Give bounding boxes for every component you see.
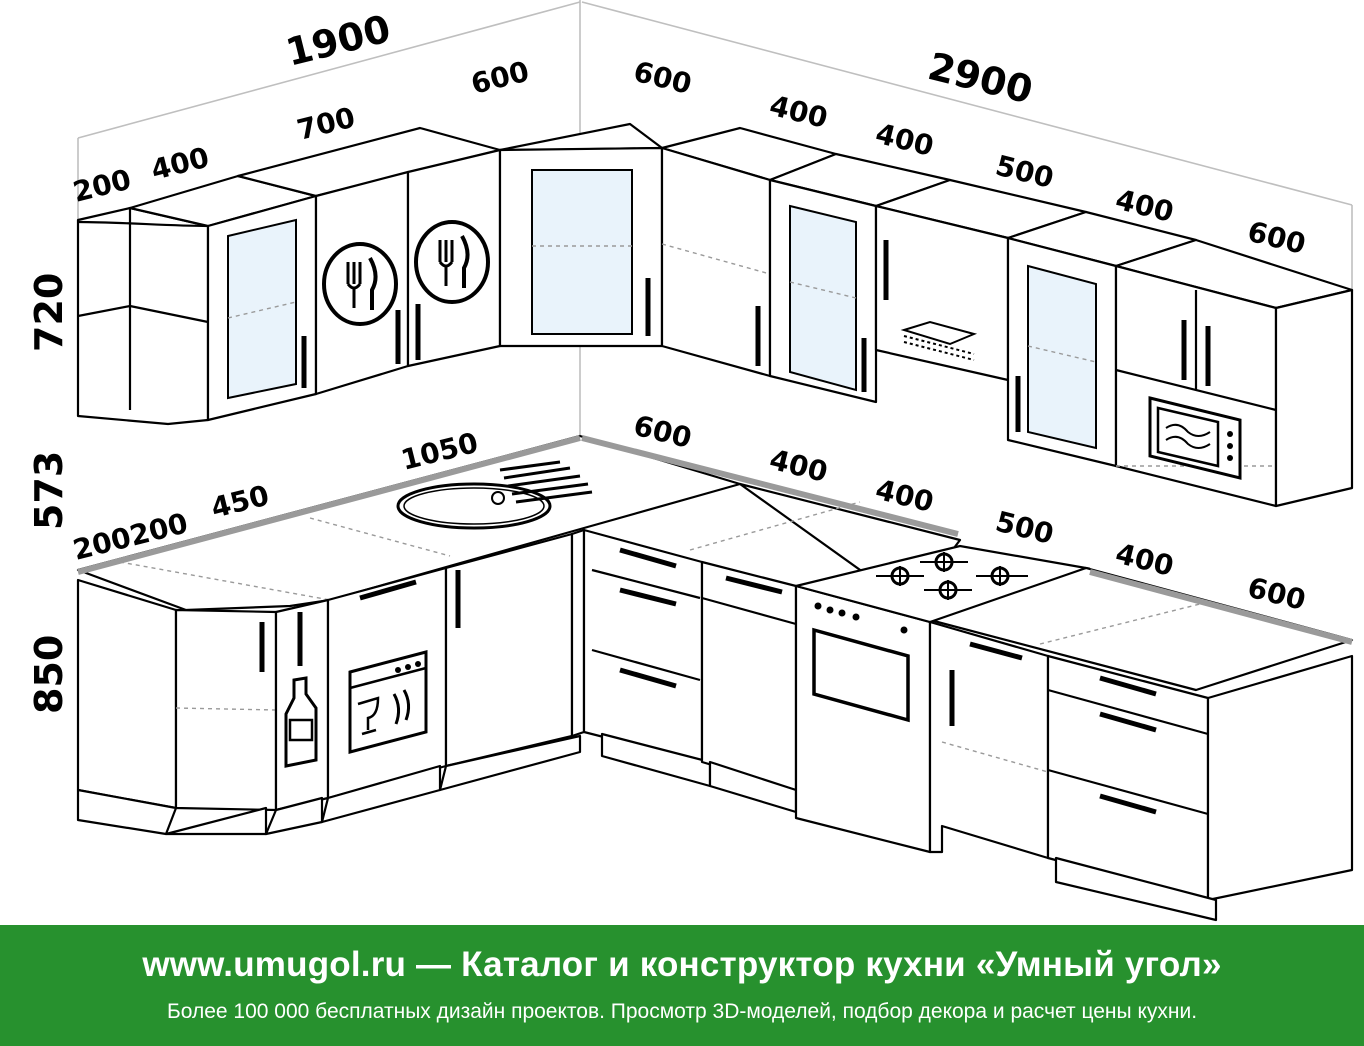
dim-height-upper: 720 (27, 273, 71, 352)
upper-cabinets-right (660, 126, 1354, 508)
sink-icon (396, 460, 593, 530)
dim-upper-right-500: 500 (992, 149, 1057, 195)
dim-upper-left-600: 600 (468, 55, 533, 101)
dim-upper-total-right: 2900 (924, 44, 1037, 112)
lower-cabinets (76, 434, 1354, 922)
dim-upper-right-600: 600 (630, 55, 695, 101)
dim-upper-left-700: 700 (294, 101, 359, 147)
footer-subline: Более 100 000 бесплатных дизайн проектов… (166, 1000, 1198, 1023)
footer-headline[interactable]: www.umugol.ru — Каталог и конструктор ку… (142, 945, 1222, 984)
dim-upper-right-400b: 400 (872, 117, 937, 163)
kitchen-diagram: 1900 2900 200 400 700 600 600 400 400 50… (27, 0, 1354, 922)
bottle-icon (284, 676, 318, 768)
dim-lower-right-600b: 600 (1244, 571, 1309, 617)
dim-height-gap: 573 (27, 451, 71, 530)
dishwasher-icon (348, 650, 428, 754)
dim-upper-right-400a: 400 (766, 89, 831, 135)
upper-cabinets-left (76, 122, 664, 426)
dim-lower-left-450: 450 (208, 479, 273, 525)
oven-icon (812, 602, 910, 723)
gas-hob-icon (795, 544, 1091, 624)
promo-footer: www.umugol.ru — Каталог и конструктор ку… (0, 925, 1364, 1046)
dim-lower-right-500: 500 (992, 505, 1057, 551)
range-hood-icon (900, 320, 978, 361)
cutlery-icon (322, 242, 398, 326)
dim-upper-total-left: 1900 (282, 6, 395, 74)
cutlery-icon (414, 220, 490, 304)
dim-upper-right-600b: 600 (1244, 215, 1309, 261)
dim-lower-right-400a: 400 (766, 443, 831, 489)
dim-lower-right-600: 600 (630, 409, 695, 455)
dim-lower-right-400c: 400 (1112, 537, 1177, 583)
dim-height-lower: 850 (27, 635, 71, 714)
microwave-icon (1148, 396, 1242, 480)
dim-upper-left-200: 200 (70, 163, 135, 209)
dim-upper-left-400: 400 (148, 141, 213, 187)
